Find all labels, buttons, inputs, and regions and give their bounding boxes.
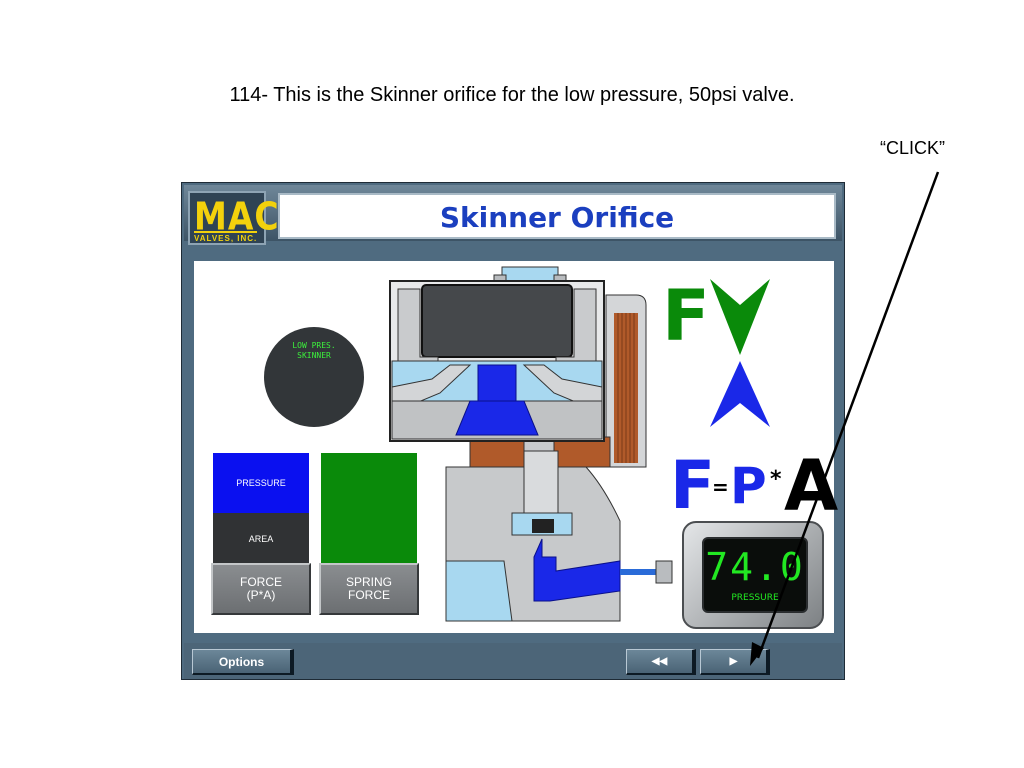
rewind-button[interactable]: ◀◀ (626, 649, 696, 675)
page-title: Skinner Orifice (439, 201, 675, 234)
spring-button-line1: SPRING (345, 575, 392, 589)
mode-indicator: LOW PRES. SKINNER (264, 327, 364, 427)
logo-sub-text: VALVES, INC. (194, 231, 258, 243)
options-button[interactable]: Options (192, 649, 294, 675)
simulation-window: MAC VALVES, INC. Skinner Orifice LOW PRE… (181, 182, 845, 680)
rewind-icon: ◀◀ (651, 656, 668, 667)
formula-p: P (730, 457, 767, 515)
pressure-gauge-caption: PRESSURE (731, 593, 779, 603)
force-button[interactable]: FORCE (P*A) (211, 563, 311, 615)
play-icon: ▶ (729, 656, 738, 667)
mode-indicator-label: LOW PRES. SKINNER (264, 341, 364, 361)
formula-star: * (770, 467, 782, 492)
simulation-stage: LOW PRES. SKINNER PRESSURE AREA FORCE (P… (194, 261, 838, 633)
force-button-line2: (P*A) (246, 588, 276, 602)
formula-equals: = (712, 475, 729, 499)
click-note: “CLICK” (880, 138, 946, 158)
title-bar: MAC VALVES, INC. Skinner Orifice (184, 185, 842, 245)
mac-logo: MAC VALVES, INC. (188, 191, 279, 245)
mode-indicator-line1: LOW PRES. (292, 341, 336, 350)
bottom-toolbar: Options ◀◀ ▶ (184, 643, 842, 679)
formula-force-top: F (662, 275, 710, 357)
spring-button-line2: FORCE (347, 588, 390, 602)
formula-f: F (670, 447, 716, 524)
pressure-gauge-screen: 74.0 PRESSURE (702, 537, 808, 613)
arrow-head-icon (750, 642, 764, 666)
pressure-bar: PRESSURE (213, 453, 309, 513)
pressure-gauge: 74.0 PRESSURE (682, 521, 824, 629)
mode-indicator-line2: SKINNER (297, 351, 331, 360)
spring-force-bar (321, 453, 417, 565)
slide-caption: 114- This is the Skinner orifice for the… (229, 84, 795, 106)
force-arrows (710, 279, 770, 427)
spring-force-button[interactable]: SPRING FORCE (319, 563, 419, 615)
valve-cross-section (389, 266, 673, 622)
force-button-line1: FORCE (240, 575, 282, 589)
area-bar: AREA (213, 513, 309, 565)
title-panel: Skinner Orifice (278, 193, 836, 239)
